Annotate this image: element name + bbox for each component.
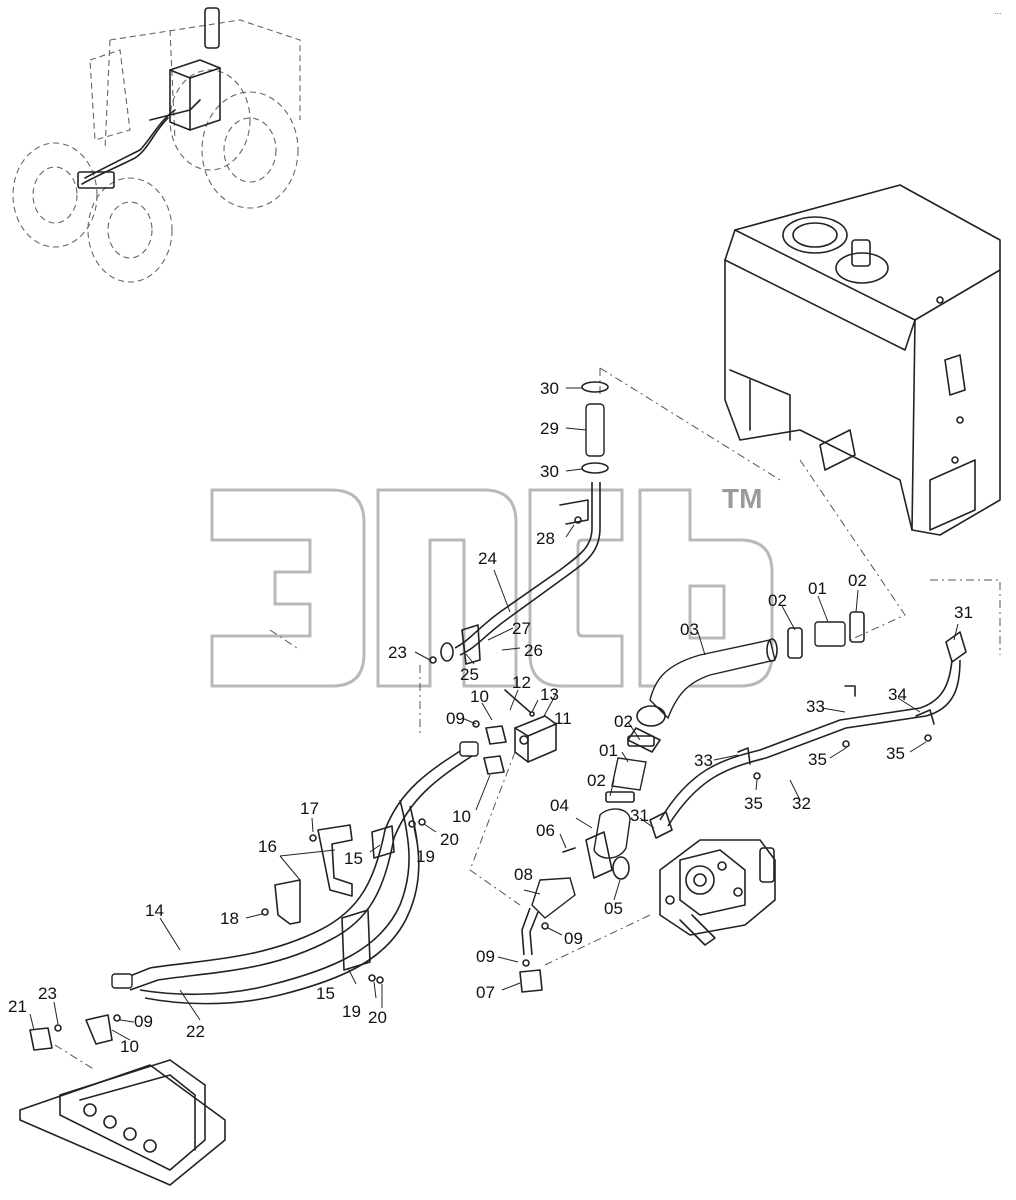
callout-19-upper: 19 [416, 847, 435, 866]
leader-lines [29, 387, 959, 1041]
callout-13: 13 [540, 685, 559, 704]
corner-note: ... [994, 6, 1002, 16]
callout-20-lower: 20 [368, 1008, 387, 1027]
assembly-lines [54, 367, 1001, 1071]
callout-03: 03 [680, 620, 699, 639]
callout-26: 26 [524, 641, 543, 660]
callout-16: 16 [258, 837, 277, 856]
callout-28: 28 [536, 529, 555, 548]
callout-18: 18 [220, 909, 239, 928]
watermark-logo: TM [210, 483, 774, 688]
callout-09-left: 09 [134, 1012, 153, 1031]
pump-fittings [519, 877, 576, 993]
callout-34: 34 [888, 685, 907, 704]
tractor-overview-icon [12, 7, 301, 283]
callout-33-right: 33 [806, 697, 825, 716]
callout-35-left: 35 [744, 794, 763, 813]
callout-24: 24 [478, 549, 497, 568]
watermark-tm: TM [722, 483, 762, 514]
callout-19-lower: 19 [342, 1002, 361, 1021]
callout-27: 27 [512, 619, 531, 638]
callout-04: 04 [550, 796, 569, 815]
callout-20-upper: 20 [440, 830, 459, 849]
callout-30-top: 30 [540, 379, 559, 398]
callout-31-upper: 31 [954, 603, 973, 622]
callout-05: 05 [604, 899, 623, 918]
callout-23-upper: 23 [388, 643, 407, 662]
hydraulic-pump [659, 839, 776, 946]
callout-14: 14 [145, 901, 164, 920]
callout-02-mid-top: 02 [614, 712, 633, 731]
pressure-hose [649, 631, 967, 839]
callout-21: 21 [8, 997, 27, 1016]
callout-17: 17 [300, 799, 319, 818]
callout-23-lower: 23 [38, 984, 57, 1003]
callout-12: 12 [512, 673, 531, 692]
callout-02-top-right: 02 [848, 571, 867, 590]
callout-labels: 30 29 30 28 24 27 26 23 25 10 09 12 13 1… [8, 379, 973, 1056]
callout-10-left: 10 [120, 1037, 139, 1056]
callout-35-mid: 35 [808, 750, 827, 769]
callout-15-lower: 15 [316, 984, 335, 1003]
suction-pipe [562, 611, 865, 880]
callout-09-upper: 09 [446, 709, 465, 728]
callout-32: 32 [792, 794, 811, 813]
callout-02-top-left: 02 [768, 591, 787, 610]
callout-06: 06 [536, 821, 555, 840]
callout-08: 08 [514, 865, 533, 884]
valve-block-fittings [472, 689, 557, 775]
callout-01-mid: 01 [599, 741, 618, 760]
callout-29: 29 [540, 419, 559, 438]
callout-10-upper: 10 [470, 687, 489, 706]
hose-bundle [111, 741, 479, 1005]
callout-11: 11 [554, 709, 572, 728]
callout-07: 07 [476, 983, 495, 1002]
callout-09-right: 09 [564, 929, 583, 948]
callout-25: 25 [460, 665, 479, 684]
callout-02-mid-bottom: 02 [587, 771, 606, 790]
callout-01-top: 01 [808, 579, 827, 598]
callout-35-right: 35 [886, 744, 905, 763]
callout-31-lower: 31 [630, 806, 649, 825]
callout-22: 22 [186, 1022, 205, 1041]
hydraulic-tank [724, 184, 1001, 536]
callout-33-left: 33 [694, 751, 713, 770]
callout-09-lower: 09 [476, 947, 495, 966]
callout-15-upper: 15 [344, 849, 363, 868]
callout-10-lower: 10 [452, 807, 471, 826]
control-valve-block [19, 1014, 226, 1186]
callout-30-bottom: 30 [540, 462, 559, 481]
